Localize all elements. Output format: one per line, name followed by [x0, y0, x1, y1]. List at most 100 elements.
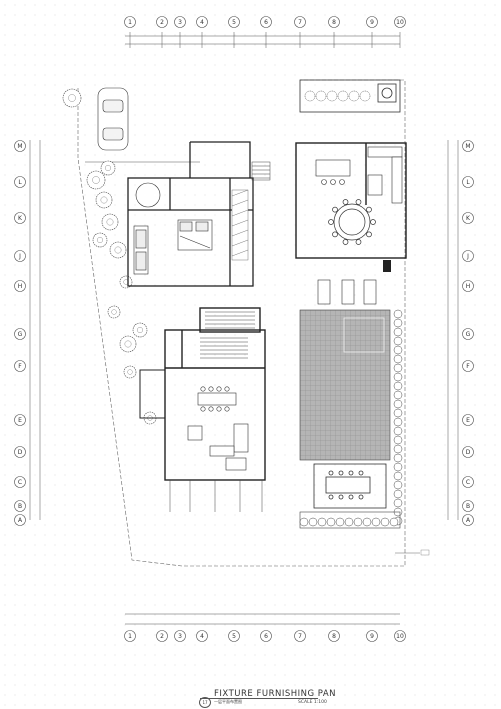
top-dimension-chain	[125, 32, 401, 48]
garden-trees	[62, 88, 157, 425]
grid-bubble-bottom-9: 9	[366, 630, 378, 642]
bed-icon	[177, 219, 213, 251]
shrub-icon	[393, 498, 403, 508]
chair-icon	[332, 231, 338, 238]
svg-text:C: C	[18, 479, 22, 486]
grid-bubble-bottom-8: 8	[328, 630, 340, 642]
svg-text:F: F	[18, 363, 22, 370]
grid-bubble-top-6: 6	[260, 16, 272, 28]
grid-bubble-left-B: B	[14, 500, 26, 512]
tree-icon	[101, 213, 119, 231]
shrub-icon	[344, 517, 354, 527]
tree-icon	[123, 365, 137, 379]
door-swings	[169, 480, 263, 512]
grid-bubble-bottom-4: 4	[196, 630, 208, 642]
grid-bubble-right-C: C	[462, 476, 474, 488]
shrub-icon	[393, 444, 403, 454]
svg-text:M: M	[17, 143, 22, 150]
svg-text:C: C	[466, 479, 470, 486]
drawing-scale: SCALE 1:100	[298, 700, 327, 705]
grid-bubble-right-D: D	[462, 446, 474, 458]
svg-text:A: A	[466, 517, 471, 524]
shrub-icon	[362, 517, 372, 527]
chair-icon	[332, 206, 338, 213]
grid-bubble-right-E: E	[462, 414, 474, 426]
grid-bubble-right-H: H	[462, 280, 474, 292]
drawing-title: FIXTURE FURNISHING PAN	[214, 689, 337, 699]
shrub-icon	[389, 517, 399, 527]
grid-bubble-left-L: L	[14, 176, 26, 188]
grid-bubble-right-J: J	[462, 250, 474, 262]
grid-bubble-top-9: 9	[366, 16, 378, 28]
sheet-number-bubble: 17	[199, 697, 211, 708]
grid-bubble-bottom-5: 5	[228, 630, 240, 642]
bottom-hedge-planting	[299, 517, 399, 527]
grid-bubble-top-3: 3	[174, 16, 186, 28]
grid-bubble-bottom-7: 7	[294, 630, 306, 642]
grid-bubble-top-1: 1	[124, 16, 136, 28]
svg-text:D: D	[18, 449, 23, 456]
svg-text:J: J	[18, 253, 21, 260]
svg-text:10: 10	[396, 19, 404, 26]
shrub-icon	[393, 381, 403, 391]
svg-text:L: L	[466, 179, 470, 186]
svg-text:10: 10	[396, 633, 404, 640]
svg-text:E: E	[18, 417, 22, 424]
shrub-icon	[308, 517, 318, 527]
grid-bubble-right-M: M	[462, 140, 474, 152]
shrub-icon	[348, 90, 360, 102]
grid-bubble-right-B: B	[462, 500, 474, 512]
kitchen-island	[315, 159, 351, 185]
grid-bubble-bottom-1: 1	[124, 630, 136, 642]
svg-text:6: 6	[264, 633, 268, 640]
shrub-icon	[393, 372, 403, 382]
svg-text:6: 6	[264, 19, 268, 26]
chair-icon	[328, 219, 334, 225]
svg-text:5: 5	[232, 633, 236, 640]
shrub-icon	[299, 517, 309, 527]
tree-icon	[100, 160, 116, 176]
grid-bubble-left-J: J	[14, 250, 26, 262]
svg-text:4: 4	[200, 633, 204, 640]
svg-text:J: J	[466, 253, 469, 260]
svg-text:F: F	[466, 363, 470, 370]
grid-bubble-left-H: H	[14, 280, 26, 292]
svg-text:5: 5	[232, 19, 236, 26]
shrub-icon	[393, 462, 403, 472]
grid-bubble-left-K: K	[14, 212, 26, 224]
pool-deck-bottom	[299, 511, 401, 529]
shrub-icon	[393, 336, 403, 346]
car-icon	[97, 87, 129, 151]
shrub-icon	[393, 318, 403, 328]
shrub-icon	[393, 408, 403, 418]
grid-bubble-left-F: F	[14, 360, 26, 372]
round-table-icon	[135, 182, 161, 208]
stair-icon-lower	[200, 311, 255, 359]
site-boundary	[77, 79, 406, 567]
shrub-icon	[371, 517, 381, 527]
svg-text:G: G	[18, 331, 23, 338]
svg-text:E: E	[466, 417, 470, 424]
grid-bubble-bottom-2: 2	[156, 630, 168, 642]
svg-text:7: 7	[298, 633, 302, 640]
long-table-icon	[197, 386, 237, 412]
dining-table-icon	[328, 199, 376, 245]
grid-bubble-left-M: M	[14, 140, 26, 152]
svg-text:3: 3	[178, 19, 182, 26]
chair-icon	[355, 239, 362, 245]
svg-text:8: 8	[332, 633, 336, 640]
shrub-icon	[393, 480, 403, 490]
shrub-icon	[326, 517, 336, 527]
svg-text:1: 1	[128, 633, 132, 640]
svg-text:9: 9	[370, 633, 374, 640]
grid-bubble-bottom-10: 10	[394, 630, 406, 642]
grid-bubble-left-C: C	[14, 476, 26, 488]
chair-icon	[342, 239, 349, 245]
grid-bubble-right-G: G	[462, 328, 474, 340]
shrub-icon	[393, 417, 403, 427]
shrub-icon	[326, 90, 338, 102]
